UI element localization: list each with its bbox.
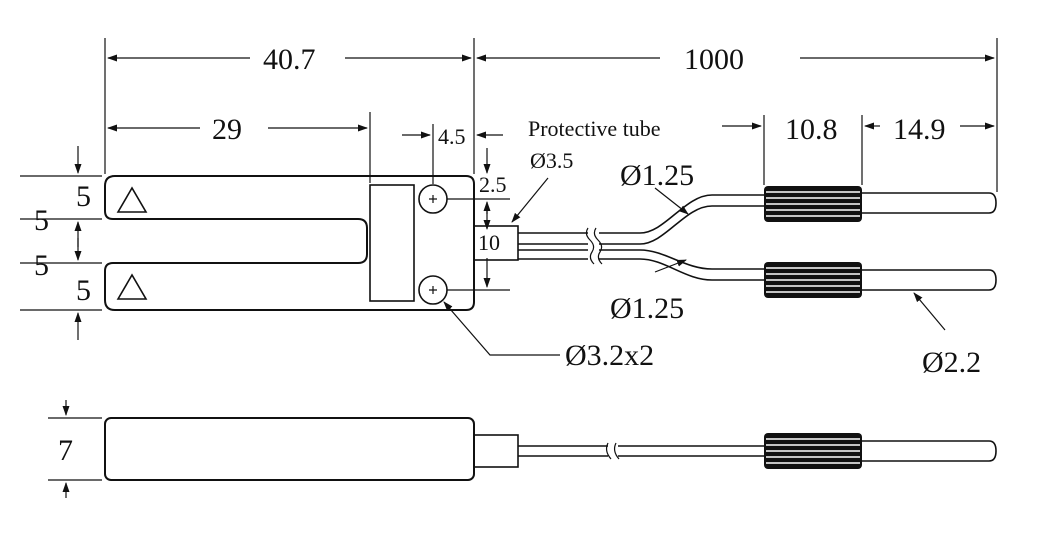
triangle-icon xyxy=(116,273,148,300)
dim-slot-gap: 5 xyxy=(34,204,49,237)
sensor-body-top-view xyxy=(104,175,475,311)
lens-window xyxy=(369,184,415,302)
dim-tube-height: 10 xyxy=(478,230,500,255)
dim-tip-length: 14.9 xyxy=(893,113,946,146)
triangle-icon xyxy=(116,186,148,213)
dim-cable-length: 1000 xyxy=(684,43,744,76)
ferrule-upper xyxy=(764,186,997,222)
ferrule-lower xyxy=(764,262,997,298)
dim-overall-length: 40.7 xyxy=(263,43,316,76)
dim-ferrule-length: 10.8 xyxy=(785,113,838,146)
dim-hole-edge: 2.5 xyxy=(479,172,507,197)
dim-arm-top: 5 xyxy=(76,180,91,213)
label-protective-tube: Protective tube xyxy=(528,116,661,141)
dim-hole-offset: 4.5 xyxy=(438,124,466,149)
protective-tube xyxy=(473,225,519,261)
label-fiber-bottom: Ø1.25 xyxy=(610,292,684,325)
extension-lines xyxy=(20,38,998,481)
leader-lines xyxy=(443,177,946,356)
label-tip-diameter: Ø2.2 xyxy=(922,346,981,379)
label-fiber-top: Ø1.25 xyxy=(620,159,694,192)
label-hole-spec: Ø3.2x2 xyxy=(565,339,654,372)
dim-arm-bottom: 5 xyxy=(76,274,91,307)
label-tube-diameter: Ø3.5 xyxy=(530,148,573,173)
dim-slot-length: 29 xyxy=(212,113,242,146)
dim-arm-lower-gap: 5 xyxy=(34,249,49,282)
dim-thickness: 7 xyxy=(58,434,73,467)
dimension-lines xyxy=(62,54,995,498)
cable-assembly-top xyxy=(473,194,765,281)
sensor-body-side-view xyxy=(104,417,997,481)
